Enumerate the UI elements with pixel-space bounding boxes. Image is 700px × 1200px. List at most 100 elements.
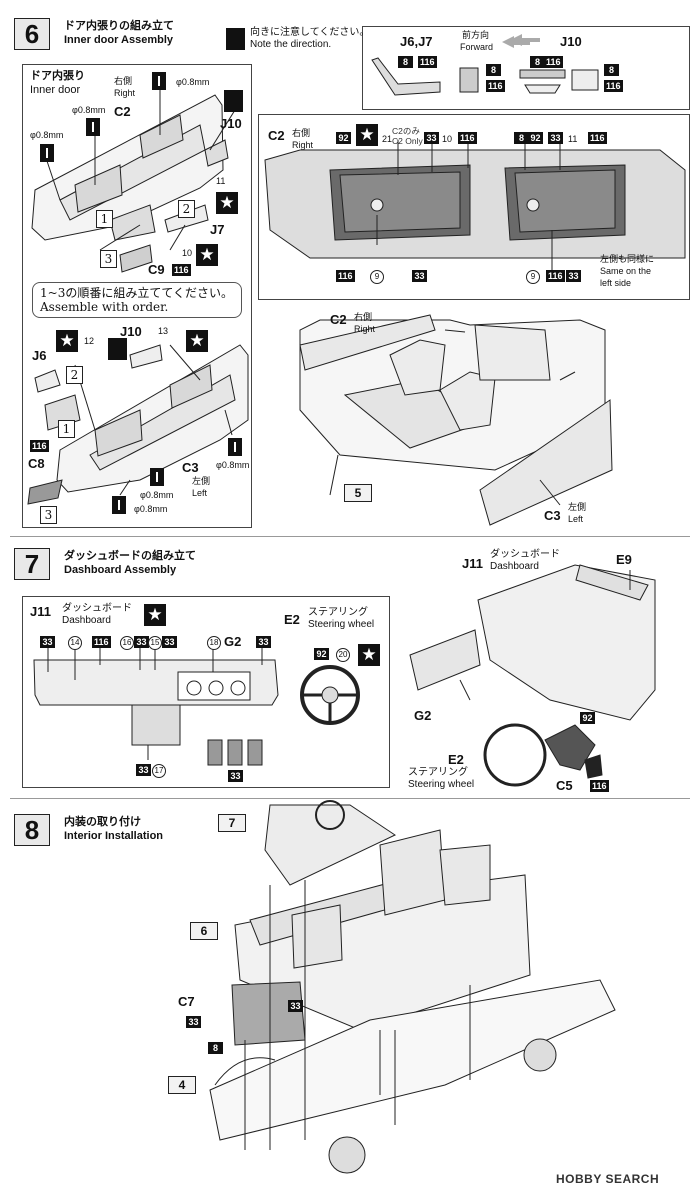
- part-g2-label: G2: [224, 634, 242, 649]
- asm-dash-jp: ダッシュボード: [490, 549, 560, 560]
- box-dash-jp: ダッシュボード: [62, 603, 132, 614]
- box-wheel-en: Steering wheel: [308, 619, 375, 630]
- pencil-note-icon: [224, 90, 243, 112]
- legend-color-8a: 8: [398, 56, 413, 68]
- tub-left-jp: 左側: [568, 502, 587, 512]
- part-j7-label: J7: [210, 222, 225, 237]
- inner-door-en: Inner door: [30, 84, 81, 96]
- order-note-jp: 1~3の順番に組み立ててください。: [40, 286, 233, 300]
- star-icon: ★: [186, 330, 208, 352]
- tub-c3-label: C3: [544, 508, 561, 523]
- step6-title-en: Inner door Assembly: [64, 34, 174, 46]
- pencil-note-icon: [226, 28, 245, 50]
- part-c3-label: C3: [182, 460, 199, 475]
- step6-title-jp: ドア内張りの組み立て: [64, 20, 174, 32]
- box-j11-label: J11: [30, 604, 51, 619]
- color-code-33: 33: [228, 770, 243, 782]
- part-c8-label: C8: [28, 456, 45, 471]
- tub-right-en: Right: [354, 324, 376, 334]
- direction-note-en: Note the direction.: [250, 39, 332, 50]
- order-note-en: Assemble with order.: [40, 300, 169, 314]
- color-code-33: 33: [548, 132, 563, 144]
- color-code-33: 33: [186, 1016, 201, 1028]
- right-label-jp: 右側: [114, 76, 133, 86]
- drill-size-label: φ0.8mm: [134, 504, 168, 514]
- color-code-92: 92: [580, 712, 595, 724]
- drill-hole-icon: [40, 144, 54, 162]
- legend-color-116a: 116: [418, 56, 437, 68]
- part-number-21: 21: [382, 134, 393, 144]
- part-number-17: 17: [152, 764, 166, 778]
- direction-note-jp: 向きに注意してください。: [250, 27, 370, 38]
- star-icon: ★: [144, 604, 166, 626]
- same-left-en1: Same on the: [600, 266, 652, 276]
- step6-number: 6: [14, 18, 50, 50]
- order-number-2: 2: [66, 366, 83, 384]
- star-icon: ★: [56, 330, 78, 352]
- legend-forward-en: Forward: [460, 42, 494, 52]
- right-label-en: Right: [114, 88, 136, 98]
- part-c9-label: C9: [148, 262, 165, 277]
- part-number-9: 9: [526, 270, 540, 284]
- color-code-116: 116: [30, 440, 49, 452]
- legend-forward-jp: 前方向: [462, 30, 490, 40]
- step-ref-7: 7: [218, 814, 246, 832]
- color-code-92: 92: [314, 648, 329, 660]
- part-j10-label: J10: [220, 116, 242, 131]
- legend-color-8d: 8: [604, 64, 619, 76]
- asm-g2-label: G2: [414, 708, 432, 723]
- part-number-18: 18: [207, 636, 221, 650]
- color-code-116: 116: [588, 132, 607, 144]
- part-j6-label: J6: [32, 348, 47, 363]
- forward-arrow-shaft: [514, 39, 530, 45]
- color-code-33: 33: [136, 764, 151, 776]
- hobby-search-watermark: HOBBY SEARCH: [556, 1172, 660, 1186]
- c2-only-jp: C2のみ: [392, 126, 420, 136]
- asm-c5-label: C5: [556, 778, 573, 793]
- drill-hole-icon: [152, 72, 166, 90]
- drill-hole-icon: [86, 118, 100, 136]
- step8-title-en: Interior Installation: [64, 830, 164, 842]
- drill-size-label: φ0.8mm: [140, 490, 174, 500]
- divider-step6-step7: [10, 536, 690, 537]
- order-number-3: 3: [40, 506, 57, 524]
- color-code-33: 33: [288, 1000, 303, 1012]
- tub-right-jp: 右側: [354, 312, 373, 322]
- same-left-en2: left side: [600, 278, 632, 288]
- part-c7-label: C7: [178, 994, 195, 1009]
- step-ref-5: 5: [344, 484, 372, 502]
- step8-number: 8: [14, 814, 50, 846]
- legend-color-8c: 8: [530, 56, 545, 68]
- step-ref-4: 4: [168, 1076, 196, 1094]
- drill-size-label: φ0.8mm: [216, 460, 250, 470]
- order-number-2: 2: [178, 200, 195, 218]
- cb-c2-label: C2: [268, 128, 285, 143]
- box-e2-label: E2: [284, 612, 300, 627]
- asm-dash-en: Dashboard: [490, 561, 539, 572]
- legend-color-116b: 116: [486, 80, 505, 92]
- step7-title-jp: ダッシュボードの組み立て: [64, 550, 196, 562]
- asm-wheel-en: Steering wheel: [408, 779, 475, 790]
- step6-direction-box: [362, 26, 690, 110]
- part-number-15: 15: [148, 636, 162, 650]
- drill-hole-icon: [112, 496, 126, 514]
- drill-size-label: φ0.8mm: [30, 130, 64, 140]
- part-number-14: 14: [68, 636, 82, 650]
- tub-left-en: Left: [568, 514, 584, 524]
- order-number-3: 3: [100, 250, 117, 268]
- left-label-jp: 左側: [192, 476, 211, 486]
- part-number-11: 11: [216, 176, 226, 186]
- color-code-116: 116: [590, 780, 609, 792]
- color-code-8: 8: [514, 132, 529, 144]
- star-icon: ★: [196, 244, 218, 266]
- order-number-1: 1: [96, 210, 113, 228]
- step7-dashboard-box: [22, 596, 390, 788]
- part-c2-label: C2: [114, 104, 131, 119]
- legend-color-8b: 8: [486, 64, 501, 76]
- asm-j11-label: J11: [462, 556, 483, 571]
- part-number-11: 11: [568, 134, 578, 144]
- part-number-12: 12: [84, 336, 95, 346]
- color-code-33: 33: [40, 636, 55, 648]
- color-code-116: 116: [172, 264, 191, 276]
- drill-size-label: φ0.8mm: [72, 105, 106, 115]
